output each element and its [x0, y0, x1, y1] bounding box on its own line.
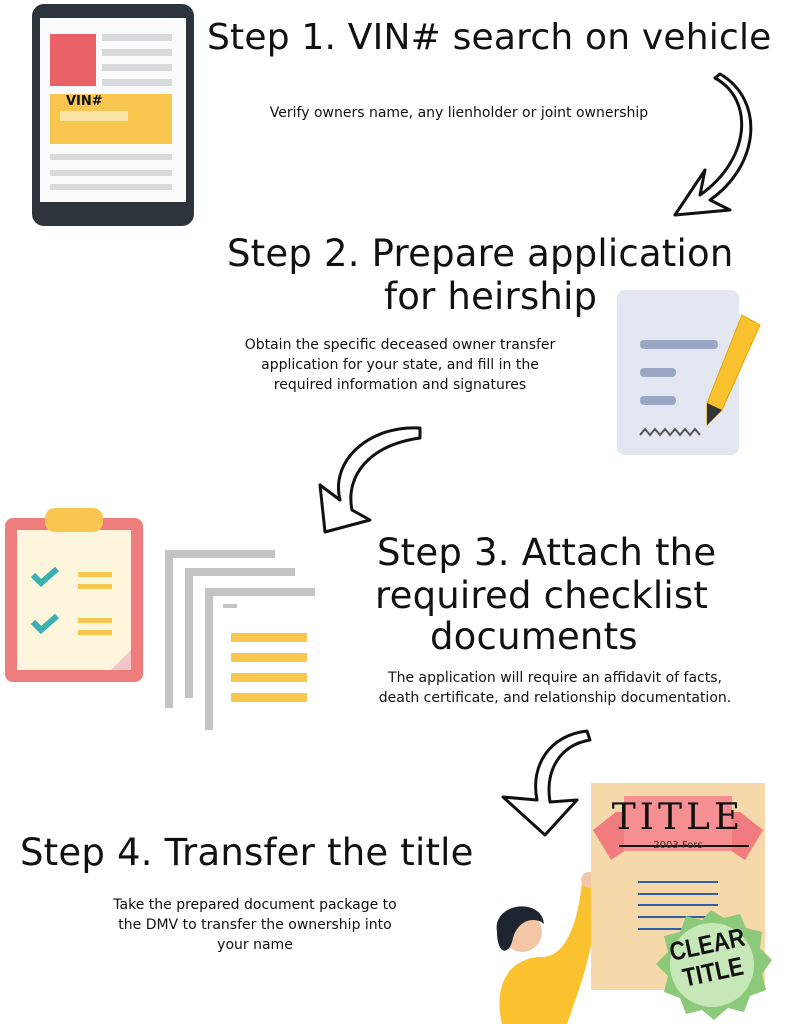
step3-title-line3: documents — [430, 615, 638, 658]
document-heading: TITLE — [611, 797, 745, 838]
documents-stack-icon — [165, 550, 315, 730]
step3-title-line1: Step 3. Attach the — [377, 531, 717, 574]
step1-title: Step 1. VIN# search on vehicle — [207, 17, 772, 58]
step1-body: Verify owners name, any lienholder or jo… — [269, 105, 649, 121]
step4-body-line: Take the prepared document package to — [113, 897, 397, 913]
document-pencil-icon — [617, 290, 761, 455]
step3-body-line: death certificate, and relationship docu… — [378, 690, 732, 706]
step3-body: The application will require an affidavi… — [335, 668, 775, 708]
clipboard-checklist-icon — [5, 508, 143, 682]
step2-body-line: application for your state, and fill in … — [261, 357, 539, 373]
person-pointing-icon — [496, 872, 597, 1024]
step4-title: Step 4. Transfer the title — [20, 831, 474, 874]
vin-label: VIN# — [66, 94, 103, 109]
step3-title-line2: required checklist — [375, 574, 709, 617]
ribbon-banner-icon — [593, 796, 763, 860]
step4-body-line: your name — [217, 937, 293, 953]
tablet-vin-icon — [32, 4, 194, 226]
curved-arrow-icon — [501, 729, 592, 837]
step3-body-line: The application will require an affidavi… — [388, 670, 722, 686]
step2-body-line: required information and signatures — [273, 377, 527, 393]
step2-body-line: Obtain the specific deceased owner trans… — [244, 337, 556, 353]
curved-arrow-icon — [318, 426, 422, 534]
clear-title-seal-icon — [656, 910, 772, 1020]
curved-arrow-icon — [673, 72, 753, 217]
step4-body-line: the DMV to transfer the ownership into — [118, 917, 392, 933]
step2-title-line1: Step 2. Prepare application — [227, 232, 734, 275]
document-subheading: 2003 Fors — [653, 840, 703, 851]
step2-body: Obtain the specific deceased owner trans… — [190, 335, 610, 395]
step2-title-line2: for heirship — [384, 275, 598, 318]
step4-body: Take the prepared document package to th… — [60, 895, 450, 955]
